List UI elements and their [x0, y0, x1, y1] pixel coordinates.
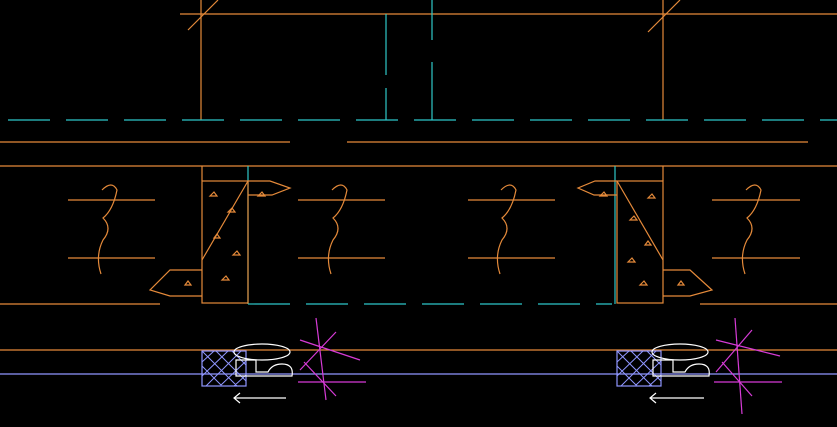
seal-profile — [616, 343, 710, 404]
concrete-hatch — [598, 191, 686, 286]
seal-profile — [201, 343, 293, 404]
break-symbol — [298, 184, 385, 275]
crosshair-marker — [714, 317, 782, 415]
crosshair-marker — [298, 317, 366, 401]
concrete-hatch — [183, 191, 267, 286]
horizontal-bands — [0, 141, 837, 351]
left-wall-section — [148, 166, 292, 304]
break-symbol — [712, 184, 800, 275]
break-symbol — [68, 184, 155, 275]
right-wall-section — [576, 166, 714, 304]
break-symbol — [468, 184, 555, 275]
top-frame — [180, 0, 837, 120]
